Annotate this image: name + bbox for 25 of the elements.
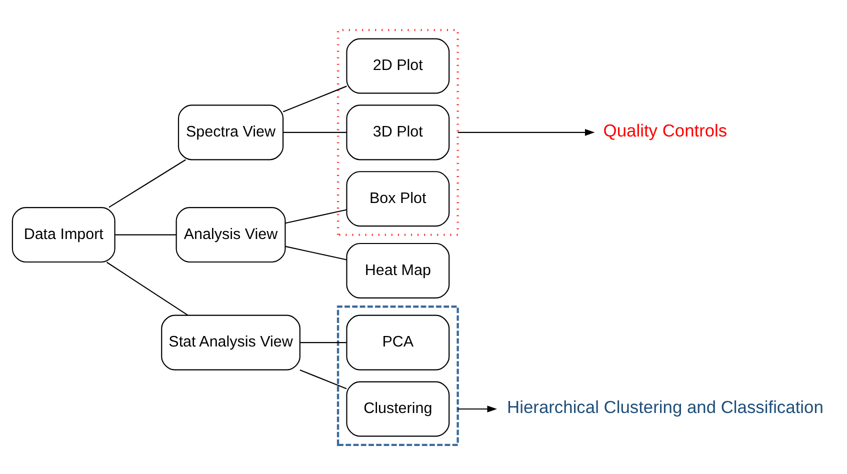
arrow — [458, 128, 595, 136]
cluster — [336, 305, 459, 446]
node-text: Hierarchical Clustering and Classification — [507, 396, 824, 417]
connector — [285, 208, 347, 224]
node-box: Stat Analysis View — [161, 314, 300, 370]
node-box: Box Plot — [346, 170, 450, 226]
connector — [285, 245, 347, 260]
node-box: 3D Plot — [346, 104, 450, 160]
connector — [115, 234, 176, 235]
arrow — [458, 405, 498, 412]
cluster — [336, 28, 459, 236]
node-box: Clustering — [346, 380, 450, 436]
connector — [282, 85, 347, 112]
connector — [300, 368, 347, 389]
connector — [283, 131, 347, 132]
connector — [300, 342, 346, 343]
connector — [108, 158, 186, 208]
node-box: Heat Map — [346, 242, 450, 298]
node-box: Analysis View — [176, 206, 286, 262]
node-box: Data Import — [12, 206, 116, 262]
node-box: Spectra View — [178, 104, 284, 160]
node-box: 2D Plot — [346, 38, 450, 94]
node-box: PCA — [346, 314, 450, 370]
node-text: Quality Controls — [603, 120, 728, 140]
connector — [106, 261, 188, 316]
